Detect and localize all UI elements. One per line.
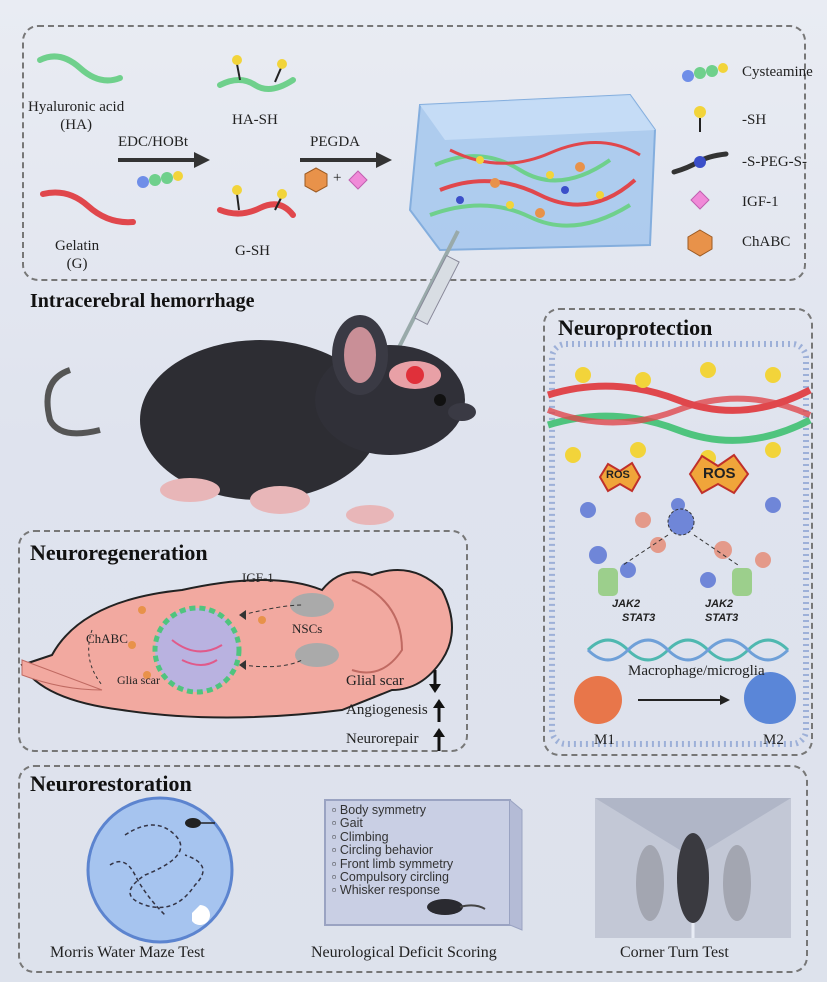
scoring-item: ▫ Circling behavior — [332, 843, 434, 858]
stat3-label: STAT3 — [622, 612, 656, 624]
ha-strand — [37, 53, 123, 84]
test-label-water-maze: Morris Water Maze Test — [50, 944, 205, 961]
neuroregeneration-title: Neuroregeneration — [30, 540, 208, 565]
neuroprotection-panel — [543, 308, 813, 756]
reagent2-label: PEGDA — [310, 134, 361, 150]
arrow-up-icon — [433, 728, 445, 751]
m1-label: M1 — [594, 732, 615, 748]
chabc-icon — [304, 167, 328, 193]
legend-label: IGF-1 — [742, 194, 779, 210]
ros-label: ROS — [606, 469, 630, 481]
hydrogel-block — [408, 93, 657, 252]
cysteamine-legend-icon — [682, 63, 728, 82]
jak2-label: JAK2 — [612, 598, 641, 610]
corner-turn-box — [595, 798, 791, 938]
legend-label: Cysteamine — [742, 64, 813, 80]
reagent1-label: EDC/HOBt — [118, 134, 189, 150]
neuroprotection-title: Neuroprotection — [558, 315, 713, 340]
nscs-label: NSCs — [292, 621, 323, 636]
scoring-item: ▫ Compulsory circling — [332, 870, 449, 885]
gelatin-strand — [40, 189, 136, 226]
legend-label: ChABC — [742, 234, 791, 250]
mouse-illustration — [44, 315, 476, 525]
water-maze-pool — [86, 796, 234, 944]
m2-label: M2 — [763, 732, 784, 748]
cell-membrane — [546, 341, 812, 747]
scoring-list: ▫ Body symmetry ▫ Gait ▫ Climbing ▫ Circ… — [332, 803, 454, 898]
scoring-box — [324, 799, 523, 931]
scoring-item: ▫ Gait — [332, 816, 363, 831]
cysteamine-molecule-icon — [137, 171, 183, 188]
chabc-legend-icon — [687, 229, 713, 257]
neuroregeneration-panel — [18, 530, 468, 752]
test-label-scoring: Neurological Deficit Scoring — [311, 944, 497, 961]
scoring-item: ▫ Front limb symmetry — [332, 856, 454, 871]
sh-legend-icon — [694, 106, 706, 132]
scoring-item: ▫ Body symmetry — [332, 803, 427, 817]
arrow-right-icon — [300, 152, 392, 168]
test-label-corner-turn: Corner Turn Test — [620, 944, 729, 961]
ha-sh-strand — [217, 55, 296, 92]
jak2-label: JAK2 — [705, 598, 734, 610]
igf1-label: IGF-1 — [242, 570, 274, 585]
arrow-down-icon — [429, 670, 441, 693]
gelatin-label: Gelatin (G) — [55, 238, 100, 272]
legend-label: -S-PEG-S- — [742, 154, 808, 170]
g-sh-label: G-SH — [235, 243, 271, 259]
arrow-up-icon — [433, 699, 445, 722]
arrow-right-icon — [118, 152, 210, 168]
peg-legend-icon — [671, 151, 729, 175]
legend-label: -SH — [742, 112, 767, 128]
scoring-item: ▫ Whisker response — [332, 883, 440, 898]
outcome-neurorepair: Neurorepair — [346, 731, 419, 747]
plus-sign: + — [333, 170, 342, 186]
scoring-item: ▫ Climbing — [332, 829, 389, 844]
igf1-legend-icon — [690, 190, 710, 210]
ha-sh-label: HA-SH — [232, 112, 278, 128]
brain-section — [20, 569, 453, 719]
outcome-glial-scar: Glial scar — [346, 673, 404, 689]
outcome-angiogenesis: Angiogenesis — [346, 702, 428, 718]
ros-burst-icon — [688, 453, 750, 495]
ros-burst-icon — [598, 461, 642, 493]
neurorestoration-title: Neurorestoration — [30, 771, 192, 796]
g-sh-strand — [217, 185, 296, 218]
stat3-label: STAT3 — [705, 612, 739, 624]
ha-label: Hyaluronic acid (HA) — [28, 99, 125, 133]
igf1-icon — [348, 170, 368, 190]
chabc-label: ChABC — [86, 631, 128, 646]
ich-title: Intracerebral hemorrhage — [30, 290, 255, 312]
glia-scar-label: Glia scar — [117, 673, 160, 687]
synthesis-panel — [22, 25, 806, 281]
neurorestoration-panel — [18, 765, 808, 973]
ros-label: ROS — [703, 465, 736, 482]
macrophage-label: Macrophage/microglia — [628, 663, 765, 679]
